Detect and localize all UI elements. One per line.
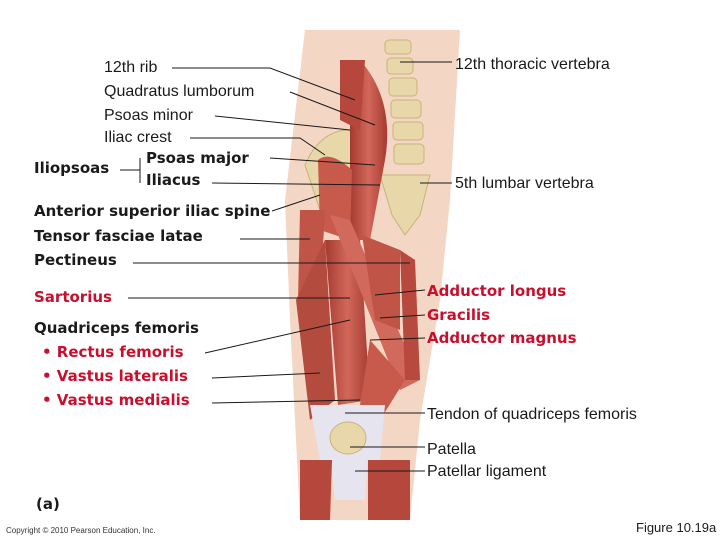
label-5th-lumbar-vertebra: 5th lumbar vertebra xyxy=(455,175,594,192)
label-quadratus-lumborum: Quadratus lumborum xyxy=(104,83,255,100)
label-adductor-magnus: Adductor magnus xyxy=(427,329,577,347)
label-iliopsoas: Iliopsoas xyxy=(34,159,110,177)
label-pectineus: Pectineus xyxy=(34,251,117,269)
leader-lines xyxy=(120,61,452,472)
patellar-ligament xyxy=(330,455,368,500)
vastus-lateralis xyxy=(296,240,335,420)
label-tensor-fasciae-latae: Tensor fasciae latae xyxy=(34,227,203,245)
vastus-medialis xyxy=(360,340,405,420)
quadratus-lumborum xyxy=(340,60,365,130)
label-patella: Patella xyxy=(427,441,476,458)
label-rectus-femoris: • Rectus femoris xyxy=(42,343,184,361)
lower-leg xyxy=(300,460,332,520)
label-vastus-lateralis: • Vastus lateralis xyxy=(42,367,188,385)
copyright-text: Copyright © 2010 Pearson Education, Inc. xyxy=(6,526,156,535)
figure-number: Figure 10.19a xyxy=(636,520,717,535)
label-psoas-minor: Psoas minor xyxy=(104,107,193,124)
adductor-longus xyxy=(362,235,400,330)
label-quadriceps-femoris: Quadriceps femoris xyxy=(34,319,199,337)
label-vastus-medialis: • Vastus medialis xyxy=(42,391,190,409)
patella xyxy=(329,421,367,455)
label-12th-thoracic-vertebra: 12th thoracic vertebra xyxy=(455,56,610,73)
lower-leg-medial xyxy=(368,460,410,520)
label-adductor-longus: Adductor longus xyxy=(427,282,567,300)
label-12th-rib: 12th rib xyxy=(104,59,158,76)
label-psoas-major: Psoas major xyxy=(146,149,249,167)
label-iliac-crest: Iliac crest xyxy=(104,129,172,146)
label-gracilis: Gracilis xyxy=(427,306,491,324)
panel-label: (a) xyxy=(36,495,60,513)
label-iliacus: Iliacus xyxy=(146,171,201,189)
label-quadriceps-tendon: Tendon of quadriceps femoris xyxy=(427,406,637,423)
label-asis: Anterior superior iliac spine xyxy=(34,202,271,220)
gracilis xyxy=(400,250,420,380)
label-sartorius: Sartorius xyxy=(34,288,112,306)
label-patellar-ligament: Patellar ligament xyxy=(427,463,547,480)
